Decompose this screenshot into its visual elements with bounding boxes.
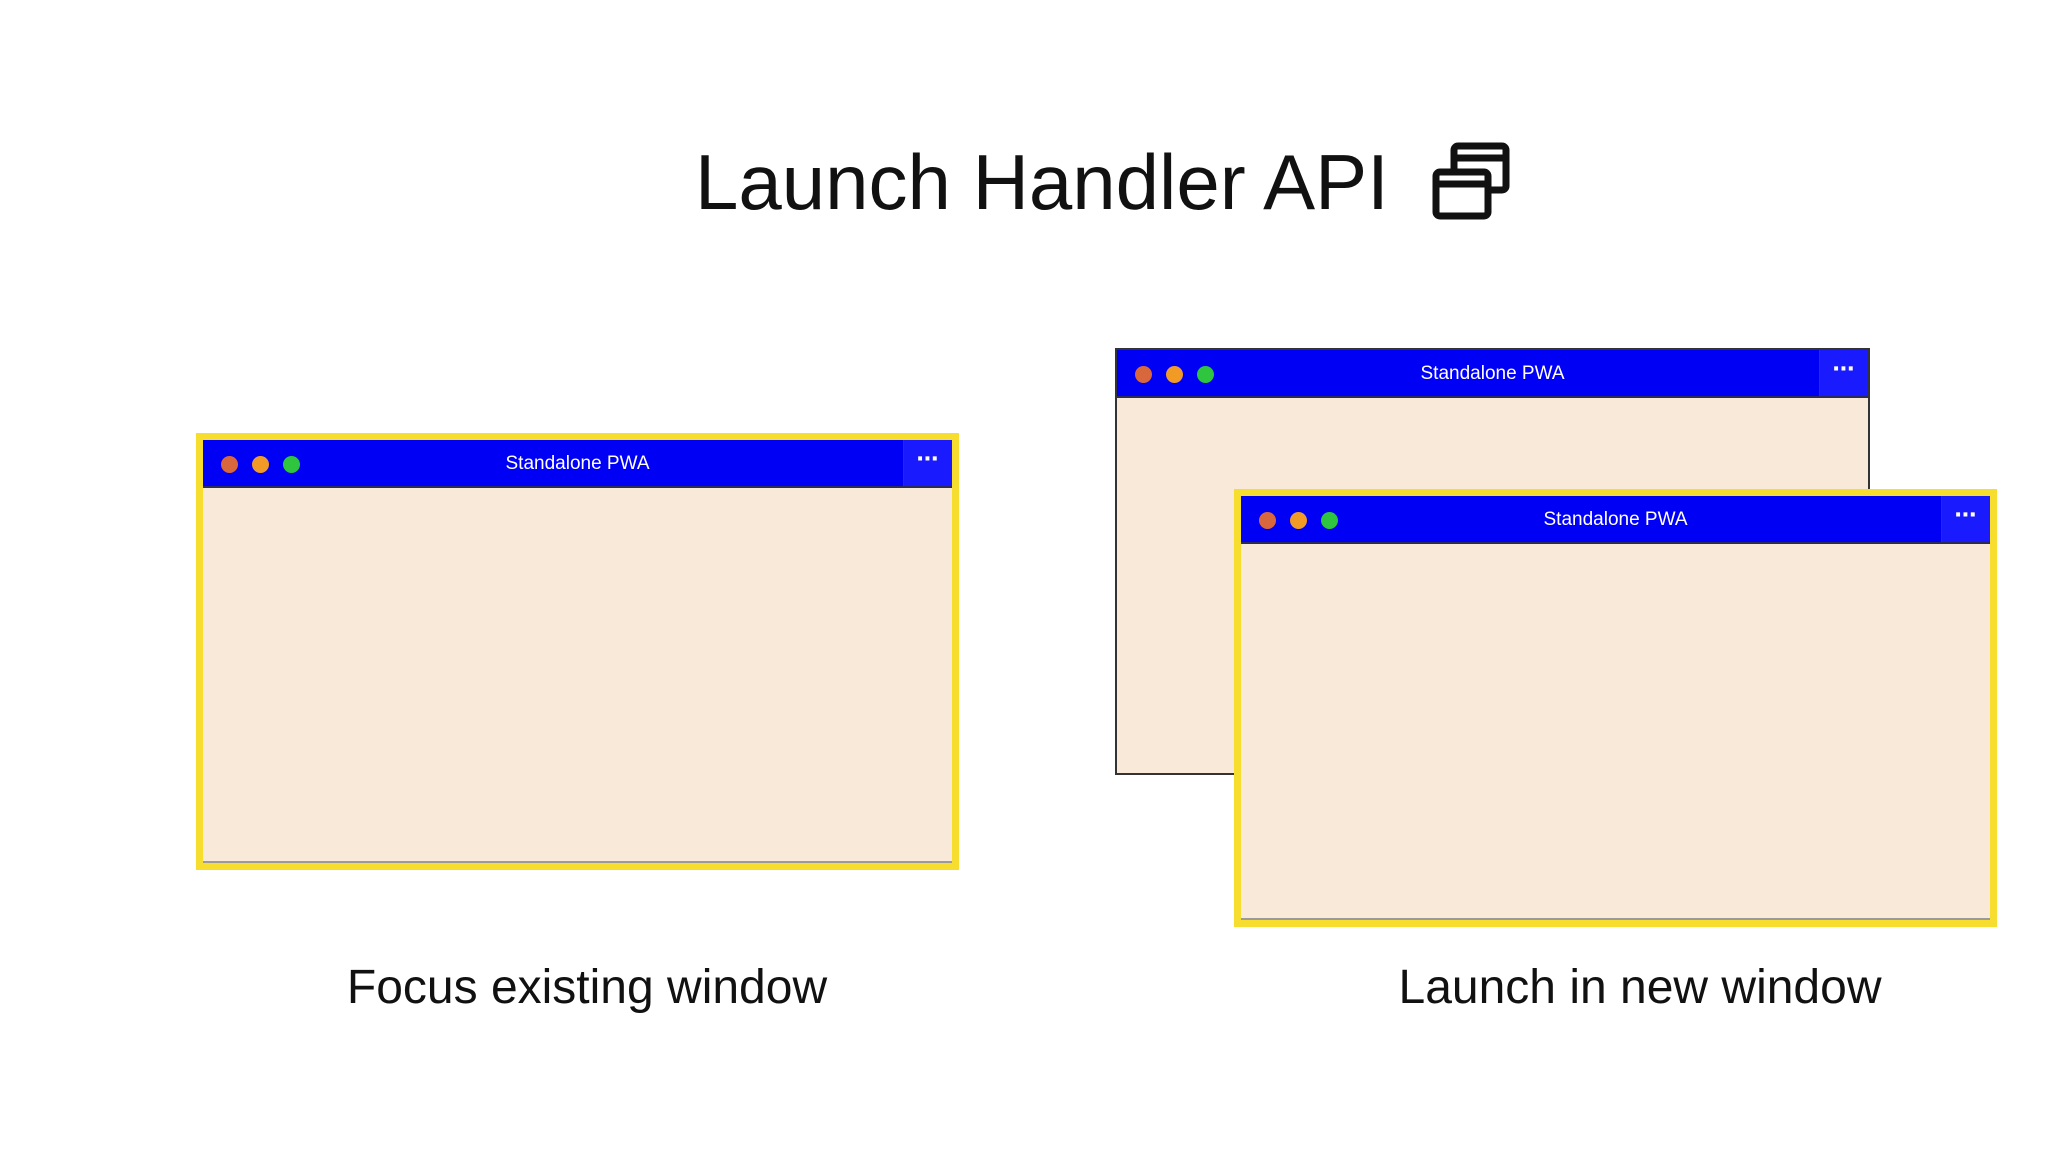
window-titlebar[interactable]: Standalone PWA ⋯ xyxy=(1241,496,1990,544)
slide-title: Launch Handler API xyxy=(695,138,1389,226)
more-options-icon[interactable]: ⋯ xyxy=(903,440,952,486)
window-body: Standalone PWA ⋯ xyxy=(1117,350,1868,773)
existing-pwa-window[interactable]: Standalone PWA ⋯ xyxy=(196,433,959,870)
maximize-dot-icon[interactable] xyxy=(283,456,300,473)
more-options-icon[interactable]: ⋯ xyxy=(1941,496,1990,542)
window-title: Standalone PWA xyxy=(505,453,650,474)
close-dot-icon[interactable] xyxy=(1135,366,1152,383)
minimize-dot-icon[interactable] xyxy=(1290,512,1307,529)
minimize-dot-icon[interactable] xyxy=(1166,366,1183,383)
close-dot-icon[interactable] xyxy=(1259,512,1276,529)
close-dot-icon[interactable] xyxy=(221,456,238,473)
window-title: Standalone PWA xyxy=(1420,363,1565,384)
window-title: Standalone PWA xyxy=(1543,509,1688,530)
new-pwa-window[interactable]: Standalone PWA ⋯ xyxy=(1234,489,1997,927)
window-titlebar[interactable]: Standalone PWA ⋯ xyxy=(203,440,952,488)
multiple-windows-icon xyxy=(1432,142,1510,220)
minimize-dot-icon[interactable] xyxy=(252,456,269,473)
window-titlebar[interactable]: Standalone PWA ⋯ xyxy=(1117,350,1868,398)
more-options-icon[interactable]: ⋯ xyxy=(1819,350,1868,396)
caption-launch-new: Launch in new window xyxy=(1398,961,1882,1014)
maximize-dot-icon[interactable] xyxy=(1197,366,1214,383)
maximize-dot-icon[interactable] xyxy=(1321,512,1338,529)
window-body: Standalone PWA ⋯ xyxy=(203,440,952,863)
caption-focus-existing: Focus existing window xyxy=(346,961,828,1014)
window-body: Standalone PWA ⋯ xyxy=(1241,496,1990,920)
